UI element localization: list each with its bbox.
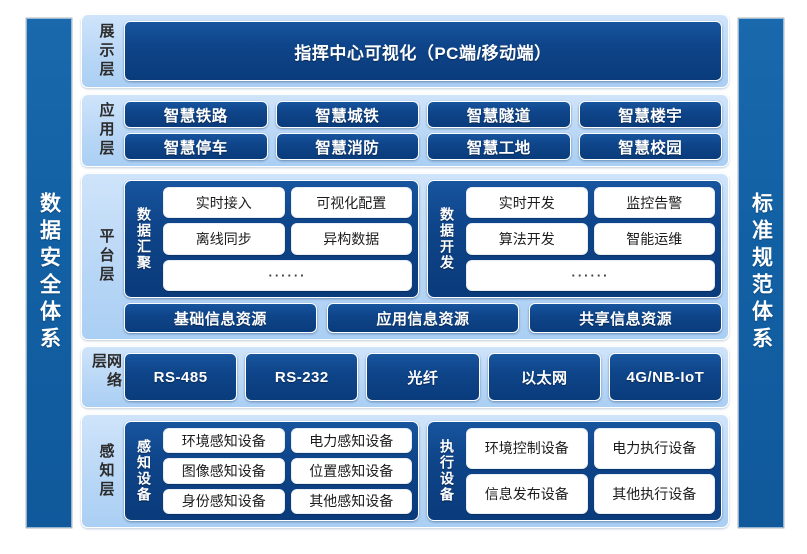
pill-power-actuating-device[interactable]: 电力执行设备	[593, 428, 715, 469]
chip-smart-firefighting[interactable]: 智慧消防	[275, 133, 419, 160]
chip-rs232[interactable]: RS-232	[245, 353, 359, 401]
actuating-devices-row-1: 环境控制设备 电力执行设备	[466, 428, 715, 469]
layer-application: 应用层 智慧铁路 智慧城铁 智慧隧道 智慧楼宇 智慧停车 智慧消防 智慧工地 智…	[81, 94, 729, 167]
platform-resources-row: 基础信息资源 应用信息资源 共享信息资源	[124, 303, 723, 333]
group-actuating-devices-label: 执行设备	[439, 439, 455, 503]
data-development-row-1: 实时开发 监控告警	[466, 187, 715, 219]
group-data-development: 数据开发 实时开发 监控告警 算法开发 智能运维 ······	[427, 180, 722, 298]
pill-environment-control-device[interactable]: 环境控制设备	[466, 428, 588, 469]
presentation-row: 指挥中心可视化（PC端/移动端）	[124, 21, 722, 81]
chip-optical-fiber[interactable]: 光纤	[366, 353, 480, 401]
layer-application-body: 智慧铁路 智慧城铁 智慧隧道 智慧楼宇 智慧停车 智慧消防 智慧工地 智慧校园	[124, 101, 722, 160]
data-development-row-2: 算法开发 智能运维	[466, 223, 715, 255]
pill-data-development-more[interactable]: ······	[466, 259, 715, 291]
layer-platform: 平台层 数据汇聚 实时接入 可视化配置 离线同步 异	[81, 173, 729, 340]
group-data-aggregation-label: 数据汇聚	[136, 207, 152, 271]
left-pillar-label: 数据安全体系	[37, 192, 61, 354]
chip-command-center-visualization[interactable]: 指挥中心可视化（PC端/移动端）	[124, 21, 722, 81]
pill-heterogeneous-data[interactable]: 异构数据	[290, 223, 412, 255]
layer-perception: 感知层 感知设备 环境感知设备 电力感知设备 图像感知设备	[81, 414, 729, 528]
chip-smart-building[interactable]: 智慧楼宇	[578, 101, 722, 128]
pill-info-release-device[interactable]: 信息发布设备	[466, 473, 588, 514]
chip-rs485[interactable]: RS-485	[124, 353, 238, 401]
chip-shared-info-resource[interactable]: 共享信息资源	[529, 303, 723, 333]
network-row: RS-485 RS-232 光纤 以太网 4G/NB-IoT	[124, 353, 723, 401]
pill-environment-sensing-device[interactable]: 环境感知设备	[163, 428, 285, 454]
layer-stack: 展示层 指挥中心可视化（PC端/移动端） 应用层 智慧铁路 智慧城铁 智慧隧道 …	[81, 14, 729, 532]
layer-presentation-body: 指挥中心可视化（PC端/移动端）	[124, 21, 722, 81]
chip-basic-info-resource[interactable]: 基础信息资源	[124, 303, 317, 333]
pill-algorithm-development[interactable]: 算法开发	[466, 223, 588, 255]
pill-image-sensing-device[interactable]: 图像感知设备	[163, 458, 285, 484]
perception-groups-row: 感知设备 环境感知设备 电力感知设备 图像感知设备 位置感知设备	[124, 421, 722, 521]
layer-network-body: RS-485 RS-232 光纤 以太网 4G/NB-IoT	[124, 353, 723, 401]
layer-network-label: 网络层	[90, 353, 122, 391]
data-aggregation-row-2: 离线同步 异构数据	[163, 223, 412, 255]
sensing-devices-row-2: 图像感知设备 位置感知设备	[163, 458, 412, 484]
chip-smart-railway[interactable]: 智慧铁路	[124, 101, 268, 128]
sensing-devices-row-1: 环境感知设备 电力感知设备	[163, 428, 412, 454]
pill-intelligent-ops[interactable]: 智能运维	[593, 223, 715, 255]
pill-visualization-config[interactable]: 可视化配置	[290, 187, 412, 219]
pill-offline-sync[interactable]: 离线同步	[163, 223, 285, 255]
application-row-2: 智慧停车 智慧消防 智慧工地 智慧校园	[124, 133, 722, 160]
pill-identity-sensing-device[interactable]: 身份感知设备	[163, 488, 285, 514]
data-aggregation-row-3: ······	[163, 259, 412, 291]
layer-perception-label: 感知层	[97, 442, 115, 500]
layer-platform-body: 数据汇聚 实时接入 可视化配置 离线同步 异构数据 ······	[124, 180, 723, 333]
chip-ethernet[interactable]: 以太网	[487, 353, 601, 401]
pill-monitoring-alarm[interactable]: 监控告警	[593, 187, 715, 219]
group-data-development-body: 实时开发 监控告警 算法开发 智能运维 ······	[466, 187, 715, 291]
group-actuating-devices-body: 环境控制设备 电力执行设备 信息发布设备 其他执行设备	[466, 428, 715, 514]
group-data-aggregation: 数据汇聚 实时接入 可视化配置 离线同步 异构数据 ······	[124, 180, 419, 298]
layer-presentation: 展示层 指挥中心可视化（PC端/移动端）	[81, 14, 729, 88]
pill-realtime-development[interactable]: 实时开发	[466, 187, 588, 219]
left-pillar-data-security: 数据安全体系	[25, 17, 73, 529]
group-sensing-devices-label: 感知设备	[136, 439, 152, 503]
application-row-1: 智慧铁路 智慧城铁 智慧隧道 智慧楼宇	[124, 101, 722, 128]
group-data-development-label: 数据开发	[439, 207, 455, 271]
chip-4g-nbiot[interactable]: 4G/NB-IoT	[608, 353, 723, 401]
group-sensing-devices-body: 环境感知设备 电力感知设备 图像感知设备 位置感知设备 身份感知设备 其他感知设…	[163, 428, 412, 514]
right-pillar-standards: 标准规范体系	[737, 17, 785, 529]
layer-network: 网络层 RS-485 RS-232 光纤 以太网 4G/NB-IoT	[81, 346, 729, 408]
pill-other-actuating-device[interactable]: 其他执行设备	[593, 473, 715, 514]
sensing-devices-row-3: 身份感知设备 其他感知设备	[163, 488, 412, 514]
pill-data-aggregation-more[interactable]: ······	[163, 259, 412, 291]
group-actuating-devices: 执行设备 环境控制设备 电力执行设备 信息发布设备 其他执行设备	[427, 421, 722, 521]
chip-smart-campus[interactable]: 智慧校园	[578, 133, 722, 160]
pill-realtime-access[interactable]: 实时接入	[163, 187, 285, 219]
platform-groups-row: 数据汇聚 实时接入 可视化配置 离线同步 异构数据 ······	[124, 180, 722, 298]
actuating-devices-row-2: 信息发布设备 其他执行设备	[466, 473, 715, 514]
pill-power-sensing-device[interactable]: 电力感知设备	[290, 428, 412, 454]
layer-platform-label: 平台层	[97, 228, 115, 285]
chip-smart-parking[interactable]: 智慧停车	[124, 133, 268, 160]
layer-perception-body: 感知设备 环境感知设备 电力感知设备 图像感知设备 位置感知设备	[124, 421, 722, 521]
group-data-aggregation-body: 实时接入 可视化配置 离线同步 异构数据 ······	[163, 187, 412, 291]
chip-smart-urban-rail[interactable]: 智慧城铁	[275, 101, 419, 128]
pill-location-sensing-device[interactable]: 位置感知设备	[290, 458, 412, 484]
right-pillar-label: 标准规范体系	[749, 192, 773, 354]
pill-other-sensing-device[interactable]: 其他感知设备	[290, 488, 412, 514]
layer-application-label: 应用层	[97, 102, 115, 159]
chip-smart-construction-site[interactable]: 智慧工地	[427, 133, 571, 160]
data-aggregation-row-1: 实时接入 可视化配置	[163, 187, 412, 219]
data-development-row-3: ······	[466, 259, 715, 291]
group-sensing-devices: 感知设备 环境感知设备 电力感知设备 图像感知设备 位置感知设备	[124, 421, 419, 521]
layer-presentation-label: 展示层	[97, 22, 115, 80]
chip-smart-tunnel[interactable]: 智慧隧道	[427, 101, 571, 128]
chip-application-info-resource[interactable]: 应用信息资源	[326, 303, 520, 333]
